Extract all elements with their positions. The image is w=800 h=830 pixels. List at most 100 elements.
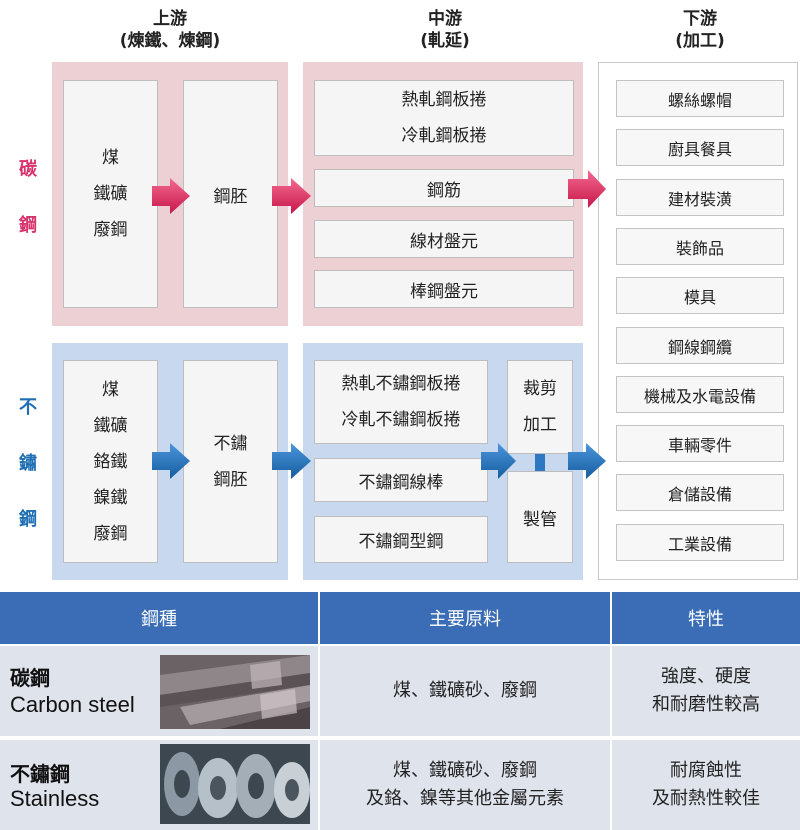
table-divider (318, 592, 320, 830)
carbon-product-label: 熱軋鋼板捲 (401, 90, 487, 110)
stainless-raw-item: 廢鋼 (93, 523, 128, 544)
stainless-product-label: 不鏽鋼線棒 (358, 472, 444, 493)
carbon-product-label: 線材盤元 (410, 231, 478, 252)
carbon-raw-item: 煤 (102, 148, 119, 168)
flow-arrows (152, 170, 606, 479)
stainless-product-label: 不鏽鋼型鋼 (358, 532, 444, 552)
stainless-raw-item: 鐵礦 (93, 415, 128, 436)
carbon-product-bar-box: 棒鋼盤元 (314, 270, 574, 308)
stainless-materials: 煤、鐵礦砂、廢鋼 及鉻、鎳等其他金屬元素 (320, 740, 610, 830)
downstream-item-label: 廚具餐具 (667, 139, 732, 159)
stainless-arrow-mid-to-proc (481, 443, 516, 479)
downstream-item: 車輛零件 (616, 425, 784, 462)
stainless-materials-line: 煤、鐵礦砂、廢鋼 (393, 760, 537, 781)
stainless-billet-label: 鋼胚 (213, 469, 248, 490)
stainless-product-coil-box: 熱軋不鏽鋼板捲 冷軋不鏽鋼板捲 (314, 360, 488, 444)
downstream-item: 裝飾品 (616, 228, 784, 265)
stainless-name-zh: 不鏽鋼 (10, 762, 70, 786)
stainless-product-label: 冷軋不鏽鋼板捲 (341, 410, 461, 430)
downstream-item-label: 倉儲設備 (667, 484, 732, 504)
carbon-materials: 煤、鐵礦砂、廢鋼 (320, 646, 610, 736)
carbon-name-en: Carbon steel (10, 692, 135, 717)
downstream-title: 下游 (683, 9, 717, 29)
carbon-product-wire-box: 線材盤元 (314, 220, 574, 258)
downstream-subtitle: (加工) (675, 31, 725, 51)
table-divider (0, 736, 800, 740)
upstream-subtitle: (煉鐵、煉鋼) (119, 31, 221, 51)
downstream-item-label: 工業設備 (667, 534, 732, 554)
downstream-item-label: 螺絲螺帽 (667, 90, 732, 110)
stainless-pipe-box: 製管 (507, 471, 573, 563)
stainless-materials-line: 及鉻、鎳等其他金屬元素 (366, 788, 564, 809)
stainless-features-line: 及耐熱性較佳 (652, 788, 760, 809)
table-header-features: 特性 (612, 592, 800, 644)
downstream-item: 模具 (616, 277, 784, 314)
downstream-item-label: 機械及水電設備 (643, 386, 756, 406)
downstream-item: 建材裝潢 (616, 179, 784, 216)
carbon-steel-photo (160, 655, 310, 729)
carbon-label-char: 碳 (19, 159, 37, 180)
stainless-product-section-box: 不鏽鋼型鋼 (314, 516, 488, 563)
midstream-title: 中游 (428, 9, 462, 29)
downstream-header: 下游 (加工) (650, 8, 750, 52)
stainless-steel-photo (160, 744, 310, 824)
carbon-raw-item: 廢鋼 (93, 220, 128, 240)
stainless-label-char: 不 (19, 397, 37, 418)
stainless-label-char: 鋼 (19, 509, 37, 530)
stainless-product-label: 熱軋不鏽鋼板捲 (341, 374, 461, 394)
carbon-product-rebar-box: 鋼筋 (314, 169, 574, 207)
stainless-arrow-proc-to-down (568, 443, 606, 479)
carbon-arrow-mid-to-down (568, 170, 606, 208)
carbon-billet-label: 鋼胚 (213, 186, 248, 207)
carbon-features-line: 強度、硬度 (661, 666, 751, 687)
processing-connector (535, 454, 545, 471)
downstream-item: 螺絲螺帽 (616, 80, 784, 117)
downstream-item: 倉儲設備 (616, 474, 784, 511)
carbon-product-label: 棒鋼盤元 (410, 281, 478, 302)
carbon-arrow-raw-to-billet (152, 178, 190, 214)
stainless-arrow-raw-to-billet (152, 443, 190, 479)
stainless-raw-materials-box: 煤 鐵礦 鉻鐵 鎳鐵 廢鋼 (63, 360, 158, 563)
carbon-materials-line: 煤、鐵礦砂、廢鋼 (393, 680, 537, 701)
downstream-item: 機械及水電設備 (616, 376, 784, 413)
downstream-item: 廚具餐具 (616, 129, 784, 166)
stainless-cutting-box: 裁剪 加工 (507, 360, 573, 454)
stainless-arrow-billet-to-mid (272, 443, 311, 479)
stainless-product-wire-box: 不鏽鋼線棒 (314, 458, 488, 502)
carbon-raw-materials-box: 煤 鐵礦 廢鋼 (63, 80, 158, 308)
carbon-raw-item: 鐵礦 (93, 184, 128, 204)
stainless-pipe-label: 製管 (523, 509, 557, 530)
downstream-item: 工業設備 (616, 524, 784, 561)
stainless-raw-item: 煤 (102, 379, 119, 400)
carbon-label-char: 鋼 (19, 215, 37, 236)
stainless-side-label: 不 鏽 鋼 (16, 390, 40, 538)
downstream-item-label: 裝飾品 (675, 238, 724, 258)
carbon-product-coil-box: 熱軋鋼板捲 冷軋鋼板捲 (314, 80, 574, 156)
downstream-item-label: 模具 (683, 287, 716, 307)
upstream-header: 上游 (煉鐵、煉鋼) (100, 8, 240, 52)
downstream-item-label: 建材裝潢 (667, 189, 732, 209)
carbon-product-label: 鋼筋 (427, 180, 461, 201)
stainless-raw-item: 鉻鐵 (93, 451, 128, 472)
midstream-subtitle: (軋延) (420, 31, 470, 51)
stainless-billet-label: 不鏽 (213, 433, 248, 454)
midstream-header: 中游 (軋延) (390, 8, 500, 52)
table-divider (610, 592, 612, 830)
stainless-cutting-label: 加工 (523, 415, 557, 435)
table-row (0, 740, 800, 830)
carbon-features-line: 和耐磨性較高 (652, 694, 760, 715)
upstream-title: 上游 (153, 9, 187, 29)
stainless-label-char: 鏽 (19, 453, 37, 474)
stainless-raw-item: 鎳鐵 (93, 487, 128, 508)
stainless-cutting-label: 裁剪 (523, 379, 557, 399)
carbon-arrow-billet-to-mid (272, 178, 311, 214)
downstream-item-label: 車輛零件 (667, 435, 732, 455)
downstream-item-label: 鋼線鋼纜 (667, 337, 732, 357)
carbon-product-label: 冷軋鋼板捲 (401, 126, 487, 146)
table-header-steel-type: 鋼種 (0, 592, 318, 644)
stainless-name-en: Stainless (10, 786, 100, 811)
stainless-features: 耐腐蝕性 及耐熱性較佳 (612, 740, 800, 830)
carbon-name-zh: 碳鋼 (10, 666, 50, 690)
stainless-features-line: 耐腐蝕性 (670, 760, 742, 781)
carbon-features: 強度、硬度 和耐磨性較高 (612, 646, 800, 736)
